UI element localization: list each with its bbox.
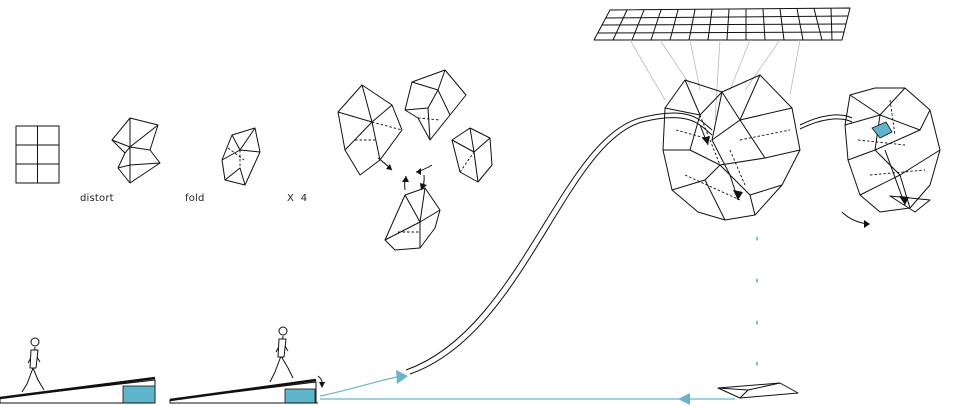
label-distort: distort	[80, 193, 114, 204]
module-top	[404, 69, 467, 141]
distorted-shape	[111, 117, 161, 184]
module-bottom	[384, 187, 441, 251]
folded-cluster-secondary	[844, 87, 941, 213]
collection-basin	[717, 382, 799, 399]
folded-shape	[221, 127, 261, 186]
grid-icon	[15, 125, 60, 184]
transport-curve	[405, 112, 853, 375]
folded-cluster-main	[662, 74, 801, 221]
hanging-grid-plate	[593, 7, 851, 121]
label-times-four: X 4	[287, 193, 308, 204]
module-left	[337, 84, 403, 176]
ramp-right	[169, 375, 325, 404]
rotation-arrows	[377, 157, 433, 191]
ramp-left	[0, 376, 156, 404]
return-flow	[319, 370, 735, 405]
walking-person-icon	[269, 326, 294, 383]
label-fold: fold	[185, 193, 205, 204]
water-drop-icons	[756, 236, 758, 366]
module-right	[451, 127, 493, 183]
walking-person-icon	[21, 337, 45, 393]
